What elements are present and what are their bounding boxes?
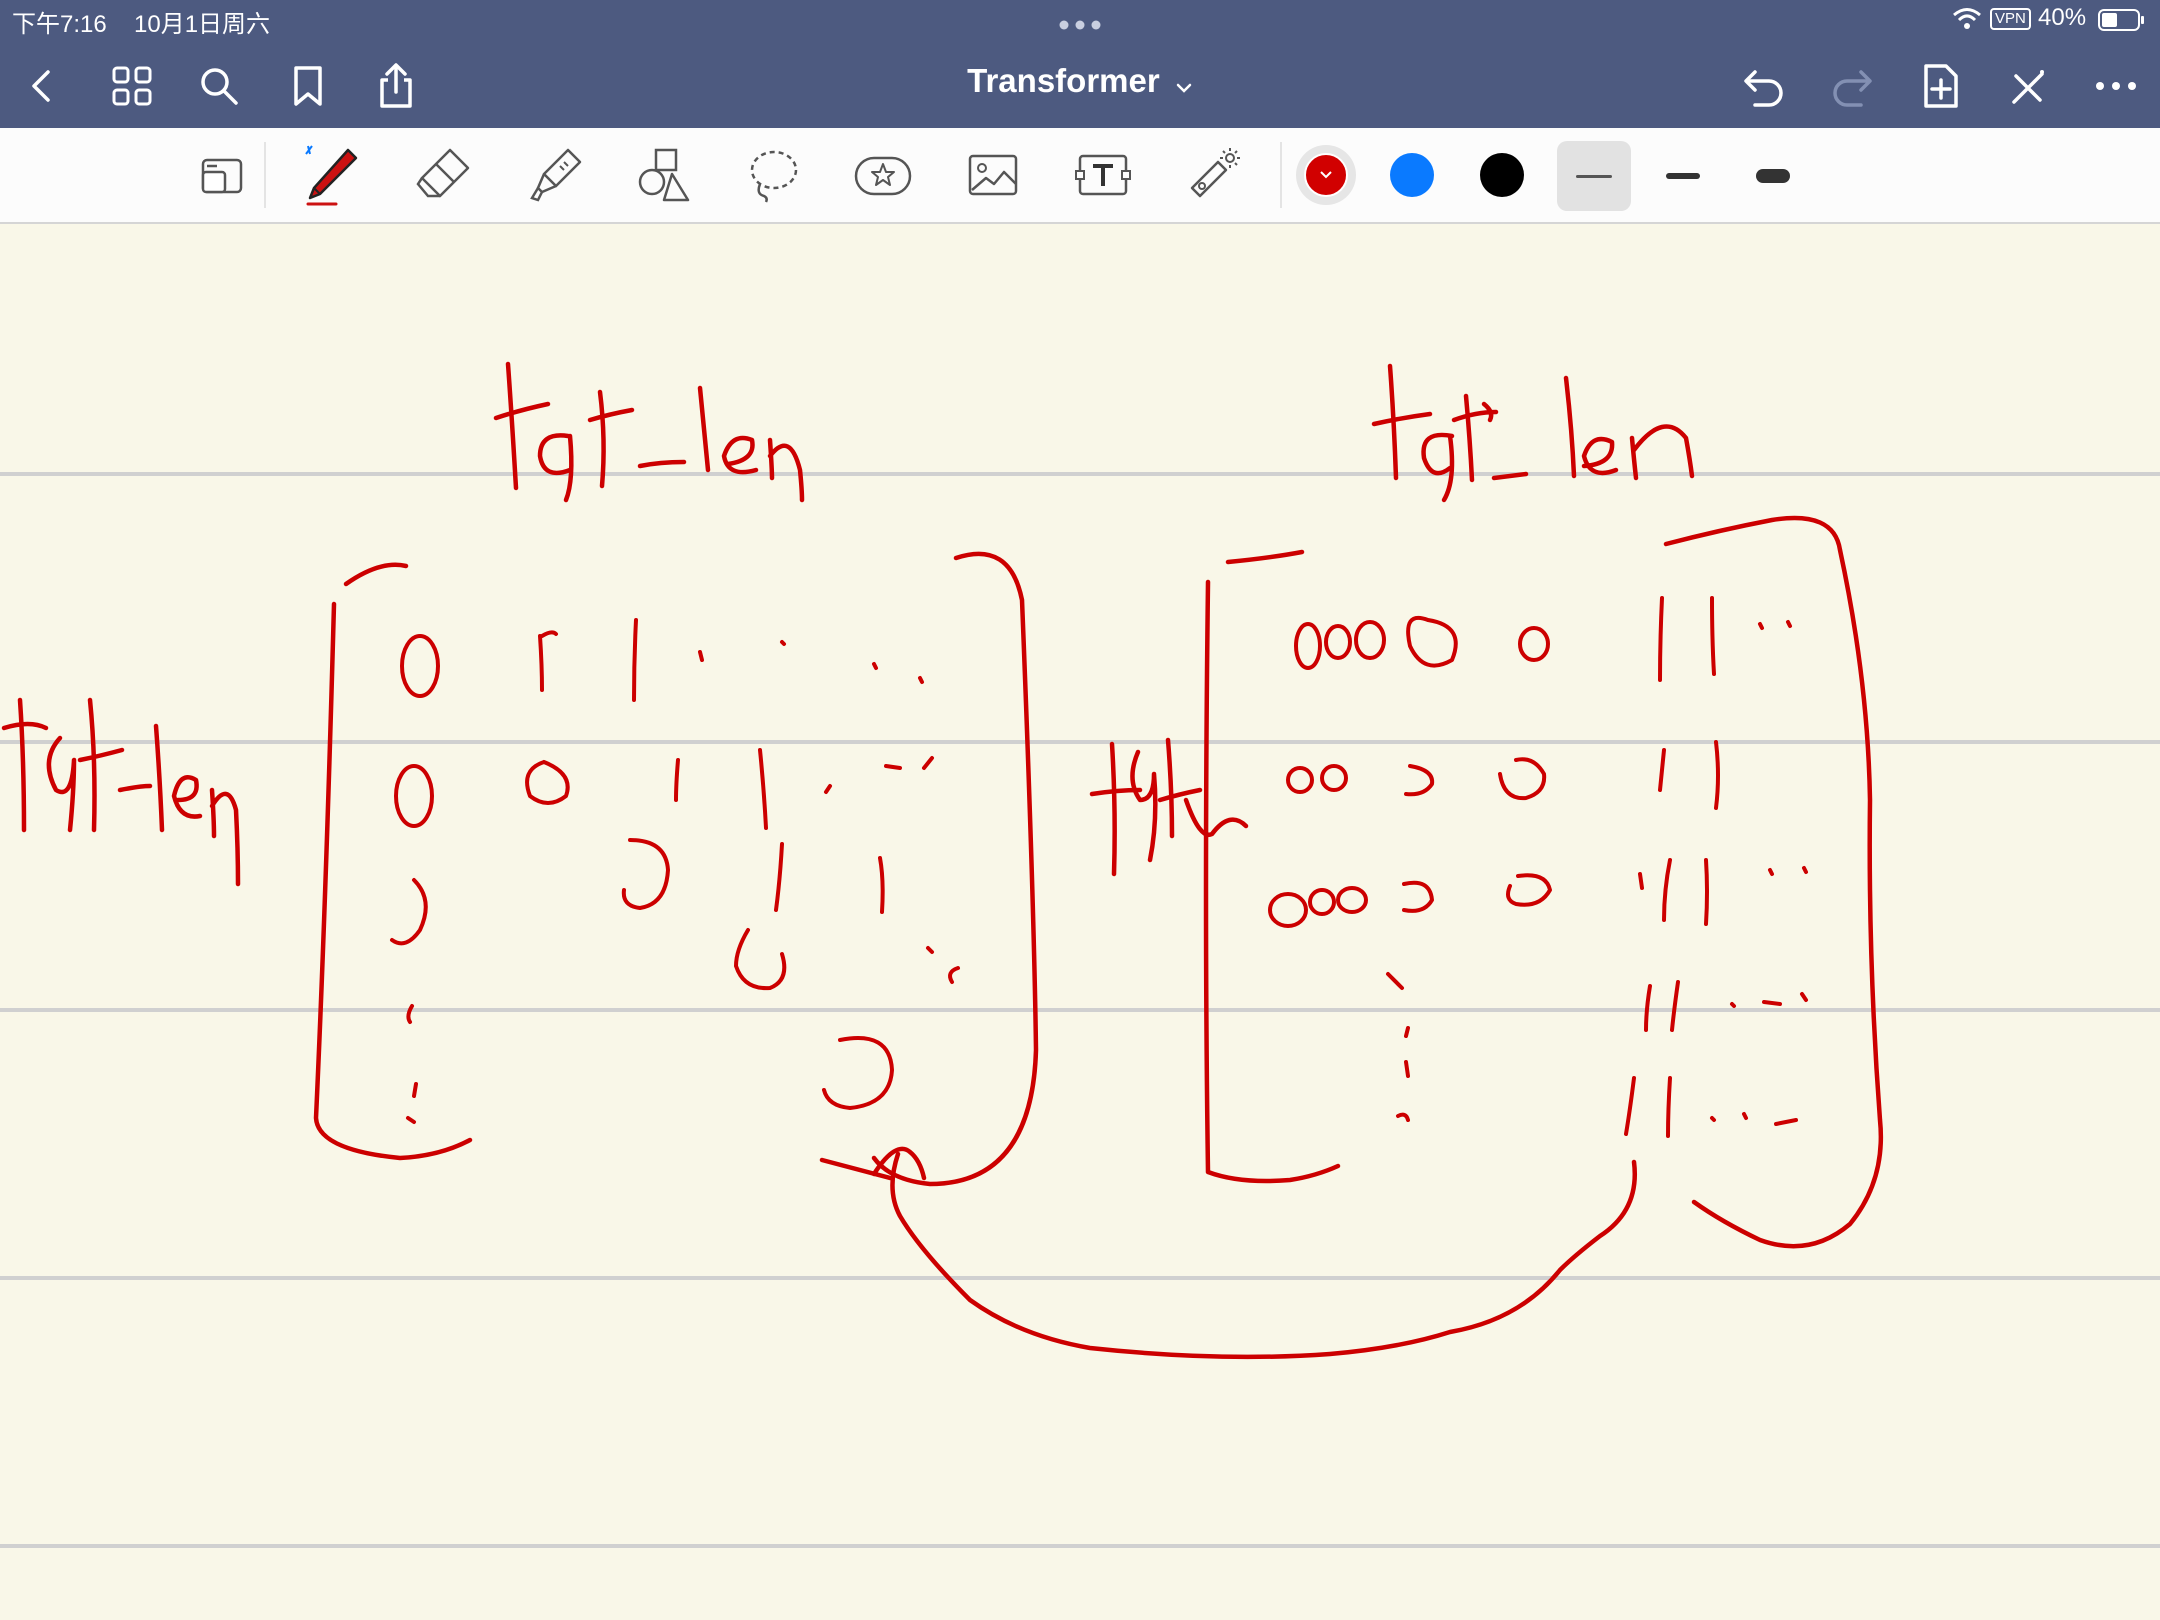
zoom-window-icon[interactable] xyxy=(187,140,257,210)
stroke-width-medium[interactable] xyxy=(1646,141,1720,211)
handwritten-label-tgt-len-left-side xyxy=(1,697,241,887)
color-black[interactable] xyxy=(1480,153,1524,197)
stroke-width-thin[interactable] xyxy=(1557,141,1631,211)
more-icon[interactable] xyxy=(2088,58,2144,114)
ruled-line xyxy=(0,740,2160,744)
handwritten-label-tgt-len-top-right xyxy=(1371,363,1695,503)
right-matrix-entries xyxy=(1268,596,1808,1138)
add-page-icon[interactable] xyxy=(1912,58,1968,114)
redo-icon[interactable] xyxy=(1824,58,1880,114)
battery-percent: 40% xyxy=(2038,4,2087,31)
laser-pointer-icon[interactable] xyxy=(1178,140,1248,210)
handwriting-layer xyxy=(1,361,1884,1360)
pen-icon[interactable] xyxy=(296,140,366,210)
eraser-icon[interactable] xyxy=(408,140,478,210)
close-toolbar-icon[interactable] xyxy=(2000,58,2056,114)
handwritten-label-tgt-len-top-left xyxy=(493,361,805,503)
stroke-width-thick[interactable] xyxy=(1736,141,1810,211)
document-title-text: Transformer xyxy=(967,62,1160,99)
status-time: 下午7:16 xyxy=(12,11,107,38)
lasso-icon[interactable] xyxy=(738,140,808,210)
top-bar: 下午7:16 10月1日周六 VPN 40% Transformer xyxy=(0,0,2160,128)
shapes-icon[interactable] xyxy=(630,140,700,210)
vpn-badge: VPN xyxy=(1990,8,2031,30)
wifi-icon xyxy=(1952,6,1982,35)
ruled-line xyxy=(0,1544,2160,1548)
ruled-line xyxy=(0,1276,2160,1280)
grid-icon[interactable] xyxy=(104,58,160,114)
chevron-down-icon xyxy=(1320,171,1332,179)
color-red[interactable] xyxy=(1304,153,1348,197)
handwritten-label-tgt-right-side xyxy=(1089,737,1249,877)
share-icon[interactable] xyxy=(368,58,424,114)
chevron-down-icon xyxy=(1175,64,1193,102)
left-matrix-bracket xyxy=(313,551,1039,1187)
battery-icon xyxy=(2098,8,2146,37)
right-matrix-bracket xyxy=(1203,515,1884,1249)
ruled-line xyxy=(0,472,2160,476)
color-blue[interactable] xyxy=(1390,153,1434,197)
document-title[interactable]: Transformer xyxy=(0,62,2160,102)
bookmark-icon[interactable] xyxy=(280,58,336,114)
note-page[interactable] xyxy=(0,224,2160,1620)
ruled-line xyxy=(0,1008,2160,1012)
status-date: 10月1日周六 xyxy=(134,11,271,38)
text-icon[interactable] xyxy=(1068,140,1138,210)
toolbar-separator xyxy=(1280,142,1282,208)
connecting-arrow xyxy=(871,1146,1637,1360)
search-icon[interactable] xyxy=(191,58,247,114)
toolbar-separator xyxy=(264,142,266,208)
image-icon[interactable] xyxy=(958,140,1028,210)
sticker-icon[interactable] xyxy=(848,140,918,210)
highlighter-icon[interactable] xyxy=(520,140,590,210)
multitask-dots-icon[interactable] xyxy=(1056,18,1104,32)
undo-icon[interactable] xyxy=(1736,58,1792,114)
back-icon[interactable] xyxy=(14,58,70,114)
left-matrix-entries xyxy=(390,618,960,1124)
drawing-toolbar xyxy=(0,128,2160,224)
